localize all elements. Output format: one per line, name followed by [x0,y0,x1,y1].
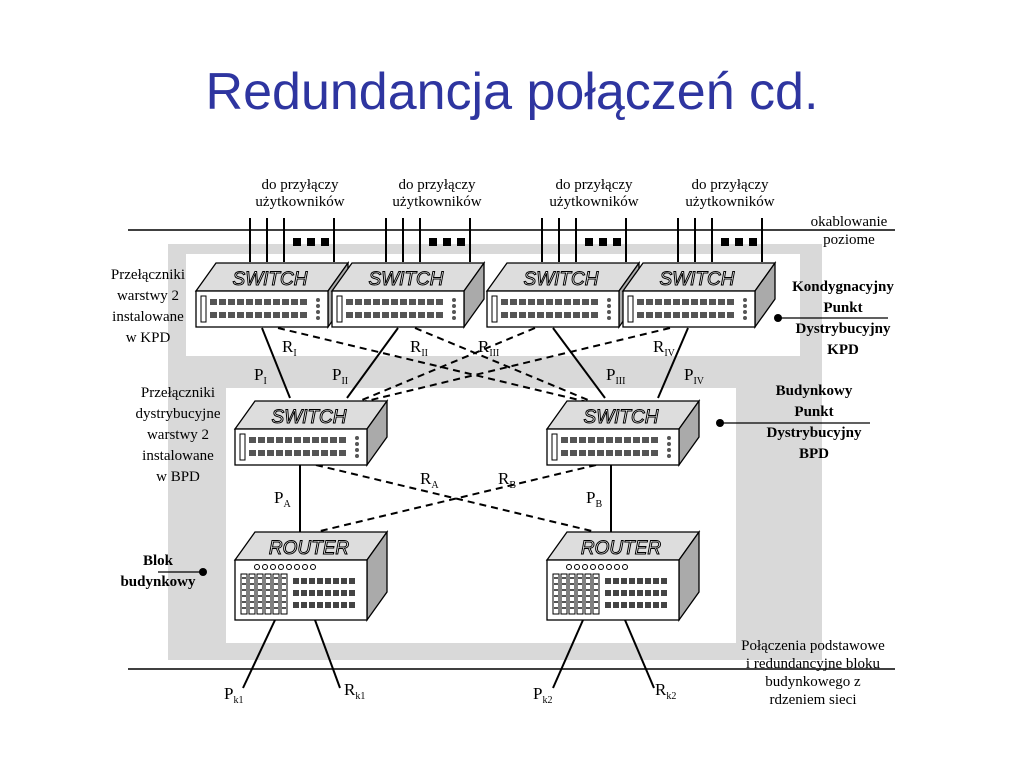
svg-text:Budynkowy: Budynkowy [776,383,853,399]
kpd-switch-4: SWITCH [622,262,776,328]
link-label-p2: PII [332,365,348,387]
kpd-switch-1: SWITCH [195,262,349,328]
building-block-label: Blok budynkowy [120,553,207,590]
link-label-pk1: Pk1 [224,684,243,706]
svg-text:w KPD: w KPD [126,330,171,346]
user-connections-label-1: do przyłączy użytkowników [255,177,344,210]
svg-text:Punkt: Punkt [823,300,862,316]
link-label-rb: RB [498,469,516,491]
link-label-r4: RIV [653,337,676,359]
router-2: ROUTER [546,531,700,621]
router-label: ROUTER [269,538,350,559]
primary-links [242,327,689,689]
link-label-ra: RA [420,469,439,491]
link-label-p3: PIII [606,365,625,387]
router-1: ROUTER [234,531,388,621]
svg-text:w BPD: w BPD [156,469,200,485]
svg-text:warstwy 2: warstwy 2 [117,288,179,304]
switch-label: SWITCH [524,269,599,290]
svg-text:KPD: KPD [827,342,859,358]
svg-text:instalowane: instalowane [142,448,214,464]
user-ports-group-3 [541,218,627,262]
svg-text:do przyłączy: do przyłączy [691,177,769,193]
link-label-pk2: Pk2 [533,684,552,706]
kpd-switch-2: SWITCH [331,262,485,328]
svg-text:BPD: BPD [799,446,829,462]
user-connections-label-2: do przyłączy użytkowników [392,177,481,210]
kpd-switch-3: SWITCH [486,262,640,328]
svg-text:do przyłączy: do przyłączy [261,177,339,193]
switch-label: SWITCH [233,269,308,290]
svg-text:do przyłączy: do przyłączy [398,177,476,193]
horizontal-cabling-label: okablowanie poziome [811,214,888,248]
svg-text:okablowanie: okablowanie [811,214,888,230]
svg-text:użytkowników: użytkowników [685,194,774,210]
svg-text:Połączenia podstawowe: Połączenia podstawowe [741,638,885,654]
svg-text:Przełączniki: Przełączniki [111,267,185,283]
user-ports-group-4 [677,218,763,262]
link-label-r2: RII [410,337,428,359]
svg-text:użytkowników: użytkowników [255,194,344,210]
svg-text:użytkowników: użytkowników [392,194,481,210]
link-label-p4: PIV [684,365,705,387]
layer2-bpd-label: Przełączniki dystrybucyjne warstwy 2 ins… [136,385,221,485]
link-label-pb: PB [586,488,602,510]
bpd-switch-2: SWITCH [546,400,700,466]
svg-text:użytkowników: użytkowników [549,194,638,210]
svg-text:poziome: poziome [823,232,875,248]
bpd-label: Budynkowy Punkt Dystrybucyjny BPD [716,383,870,462]
link-label-r1: RI [282,337,297,359]
svg-text:do przyłączy: do przyłączy [555,177,633,193]
switch-label: SWITCH [660,269,735,290]
svg-text:Kondygnacyjny: Kondygnacyjny [792,279,894,295]
svg-text:Dystrybucyjny: Dystrybucyjny [766,425,862,441]
bpd-switch-1: SWITCH [234,400,388,466]
user-connections-label-3: do przyłączy użytkowników [549,177,638,210]
svg-text:Dystrybucyjny: Dystrybucyjny [795,321,891,337]
user-ports-group-1 [249,218,335,262]
building-block-frame [168,244,822,660]
link-label-r3: RIII [478,337,499,359]
kpd-label: Kondygnacyjny Punkt Dystrybucyjny KPD [774,279,894,358]
redundant-links [277,327,671,533]
svg-text:Przełączniki: Przełączniki [141,385,215,401]
link-label-pa: PA [274,488,291,510]
svg-text:dystrybucyjne: dystrybucyjne [136,406,221,422]
svg-text:rdzeniem sieci: rdzeniem sieci [769,692,856,708]
svg-text:Blok: Blok [143,553,174,569]
svg-text:i redundancyjne bloku: i redundancyjne bloku [746,656,881,672]
user-connections-label-4: do przyłączy użytkowników [685,177,774,210]
link-label-rk2: Rk2 [655,680,676,702]
svg-text:budynkowego z: budynkowego z [765,674,861,690]
core-connections-label: Połączenia podstawowe i redundancyjne bl… [741,638,885,708]
page-title: Redundancja połączeń cd. [205,63,819,121]
switch-label: SWITCH [369,269,444,290]
svg-text:Punkt: Punkt [794,404,833,420]
svg-text:instalowane: instalowane [112,309,184,325]
svg-text:warstwy 2: warstwy 2 [147,427,209,443]
router-label: ROUTER [581,538,662,559]
link-label-rk1: Rk1 [344,680,365,702]
layer2-kpd-label: Przełączniki warstwy 2 instalowane w KPD [111,267,185,346]
switch-label: SWITCH [272,407,347,428]
svg-text:budynkowy: budynkowy [120,574,196,590]
user-ports-group-2 [385,218,471,262]
switch-label: SWITCH [584,407,659,428]
link-label-p1: PI [254,365,267,387]
